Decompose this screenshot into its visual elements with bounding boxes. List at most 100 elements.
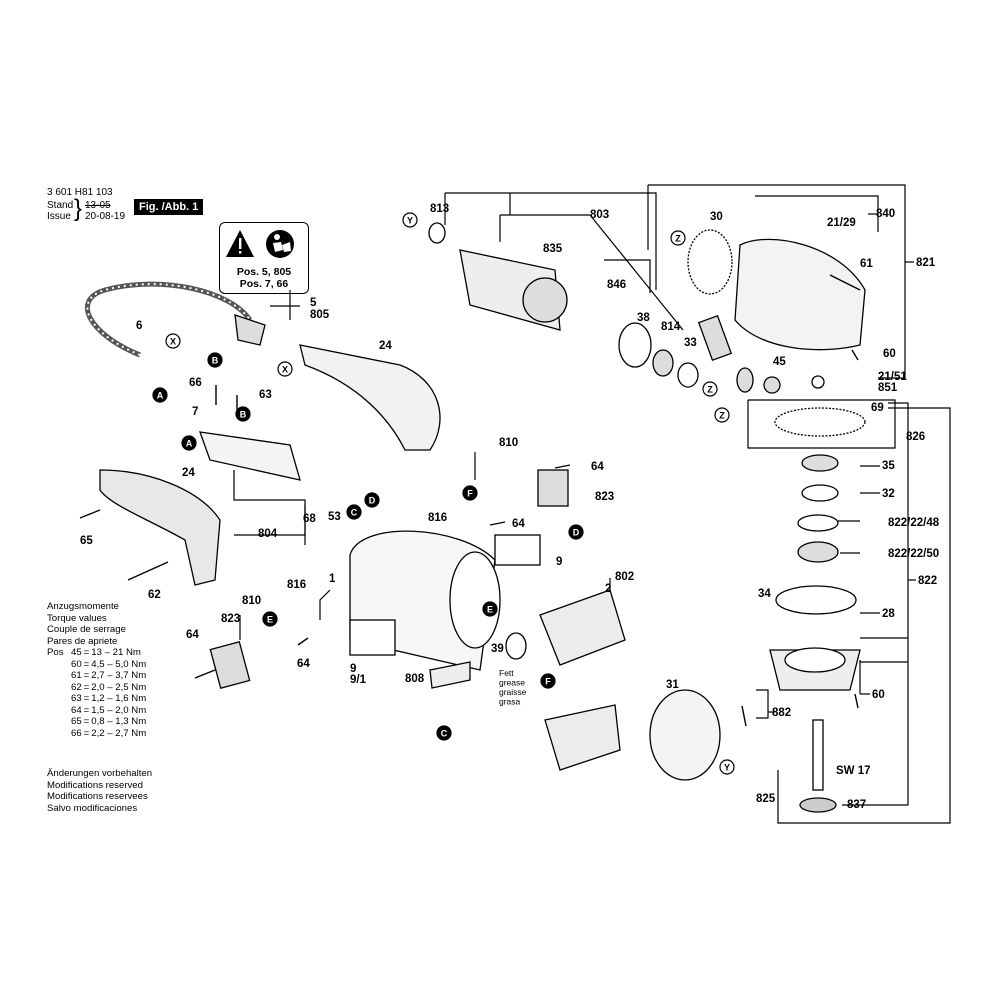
part-number: 3 601 H81 103 <box>47 187 113 198</box>
svg-text:E: E <box>267 615 273 625</box>
callout-7: 7 <box>192 406 198 418</box>
callout-64c: 64 <box>186 629 199 641</box>
callout-6: 6 <box>136 320 142 332</box>
torque-value: 2,2 – 2,7 Nm <box>91 727 147 739</box>
part-outlines <box>84 222 866 813</box>
callout-816b: 816 <box>287 579 306 591</box>
callout-64b: 64 <box>512 518 525 530</box>
callout-31: 31 <box>666 679 679 691</box>
marker-a1: A <box>152 387 168 403</box>
marker-e1: E <box>262 611 278 627</box>
marker-x2: X <box>277 361 293 377</box>
callout-39: 39 <box>491 643 504 655</box>
callout-803: 803 <box>590 209 609 221</box>
bevel-gear-large <box>774 407 866 437</box>
svg-text:B: B <box>212 356 219 366</box>
callout-2151: 21/51 <box>878 371 907 383</box>
leader-lines <box>233 184 951 824</box>
svg-text:D: D <box>573 528 580 538</box>
marker-x1: X <box>165 333 181 349</box>
svg-text:F: F <box>545 677 551 687</box>
torque-value: 4,5 – 5,0 Nm <box>91 658 147 670</box>
bearing-814 <box>652 349 674 377</box>
screws <box>79 274 861 727</box>
svg-text:X: X <box>170 337 176 347</box>
torque-pos: 64 <box>71 704 82 716</box>
grease-line: graisse <box>499 687 527 697</box>
marker-f1: F <box>462 485 478 501</box>
svg-text:A: A <box>157 391 164 401</box>
svg-text:Z: Z <box>675 234 681 244</box>
switch <box>199 431 301 481</box>
torque-row: 62=2,0 – 2,5 Nm <box>71 681 147 693</box>
grease-line: grease <box>499 678 525 688</box>
marker-y1: Y <box>402 212 418 228</box>
callout-91: 9/1 <box>350 674 367 686</box>
callout-35: 35 <box>882 460 895 472</box>
callout-45: 45 <box>773 356 786 368</box>
torque-row: 61=2,7 – 3,7 Nm <box>71 670 147 681</box>
torque-value: 2,0 – 2,5 Nm <box>91 681 147 693</box>
marker-d2: D <box>568 524 584 540</box>
stand-label: Stand <box>47 200 74 211</box>
torque-row: 65=0,8 – 1,3 Nm <box>71 716 147 727</box>
callout-802: 802 <box>615 571 634 583</box>
torque-value: 0,8 – 1,3 Nm <box>91 716 147 727</box>
field-coil-bottom <box>544 704 621 771</box>
grease-line: grasa <box>499 697 521 707</box>
marker-z3: Z <box>714 407 730 423</box>
torque-title-de: Anzugsmomente <box>47 601 119 612</box>
warning-line-2: Pos. 7, 66 <box>239 278 289 290</box>
torque-pos: 62 <box>71 681 82 693</box>
callout-826: 826 <box>906 431 925 443</box>
ring-33 <box>677 362 699 388</box>
callout-60a: 60 <box>883 348 896 360</box>
callout-1: 1 <box>329 573 336 585</box>
handle-half-bottom <box>99 469 221 586</box>
marker-a2: A <box>181 435 197 451</box>
svg-text:B: B <box>240 410 247 420</box>
callout-62: 62 <box>148 589 161 601</box>
marker-f2: F <box>540 673 556 689</box>
nut-45 <box>763 376 781 394</box>
callout-60b: 60 <box>872 689 885 701</box>
torque-pos: 61 <box>71 670 82 681</box>
svg-text:Y: Y <box>724 763 730 773</box>
gear-housing <box>734 238 866 351</box>
callout-66: 66 <box>189 377 202 389</box>
brush-holder-cover <box>537 469 569 507</box>
callout-837: 837 <box>847 799 866 811</box>
svg-text:D: D <box>369 496 376 506</box>
callout-5: 5 <box>310 297 317 309</box>
bearing-813 <box>428 222 446 244</box>
callout-24b: 24 <box>182 467 195 479</box>
marker-c1: C <box>346 504 362 520</box>
svg-text:E: E <box>487 605 493 615</box>
issue-value: 20-08-19 <box>85 211 126 222</box>
callout-30: 30 <box>710 211 723 223</box>
callout-821: 821 <box>916 257 936 269</box>
callout-63: 63 <box>259 389 272 401</box>
torque-value: 1,2 – 1,6 Nm <box>91 693 147 704</box>
callout-814: 814 <box>661 321 681 333</box>
handle-half-top <box>299 344 441 451</box>
callout-32: 32 <box>882 488 895 500</box>
torque-pos: 63 <box>71 693 82 704</box>
torque-title-es: Pares de apriete <box>47 635 118 647</box>
callout-sw17: SW 17 <box>836 765 871 777</box>
callout-808: 808 <box>405 673 425 685</box>
callout-61: 61 <box>860 258 873 270</box>
torque-row: 64=1,5 – 2,0 Nm <box>71 704 147 716</box>
torque-pos: 65 <box>71 716 82 727</box>
figure-label: Fig. /Abb. 1 <box>134 199 204 215</box>
callout-8222248: 822/22/48 <box>888 517 940 529</box>
label-9 <box>494 534 541 566</box>
note-en: Modifications reserved <box>47 779 143 791</box>
callout-846: 846 <box>607 279 626 291</box>
